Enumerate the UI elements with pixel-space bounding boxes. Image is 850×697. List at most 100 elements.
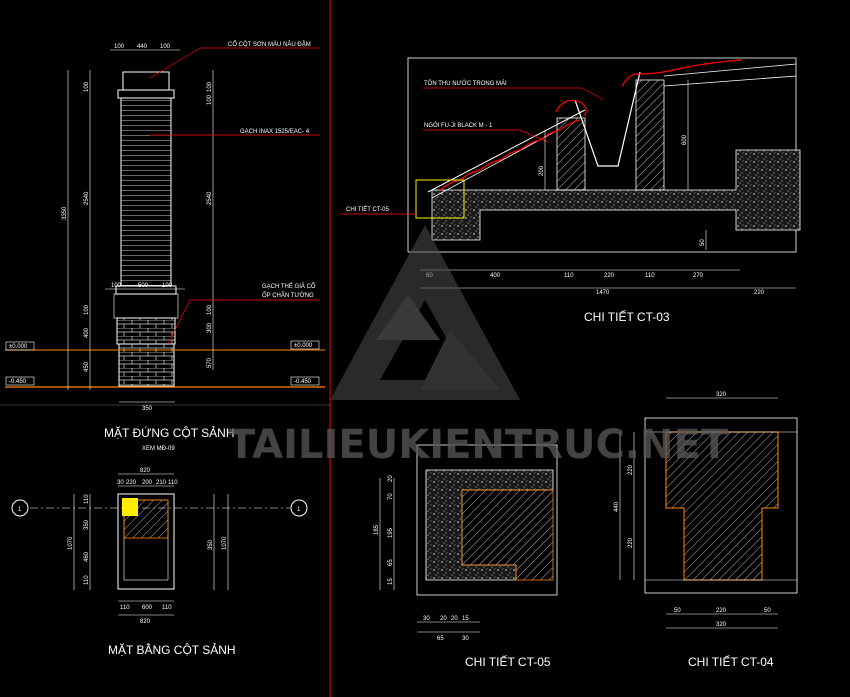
plan-bottom-dim-1: 110 xyxy=(120,605,130,611)
ct05-bottom-dim-4: 15 xyxy=(462,616,469,622)
ct03-slab xyxy=(431,149,801,241)
ct05-bottom-dim-6: 30 xyxy=(462,636,469,642)
level-right-top: ±0.000 xyxy=(294,343,313,349)
ct05-left-dim-1: 20 xyxy=(388,475,394,482)
callout-leader-cap xyxy=(149,47,201,79)
ct03-dim-3: 110 xyxy=(564,273,574,279)
plan-left-dim-4: 110 xyxy=(84,575,90,585)
ct05-bottom-dim-3: 20 xyxy=(451,616,458,622)
callout-leader-base xyxy=(167,299,191,345)
ct03-callout-tile: NGÓI FU-JI BLACK M - 1 xyxy=(424,122,493,129)
plan-highlight-block xyxy=(122,498,138,516)
elev-bottom-dim: 350 xyxy=(142,406,153,412)
ct03-dim-5: 110 xyxy=(645,273,655,279)
elev-right-dim-shaft: 2540 xyxy=(207,191,213,205)
ct03-ct05-ref-box xyxy=(415,179,465,219)
ct04-frame xyxy=(644,417,798,594)
plan-view: 1 1 820 30 220 200 210 110 1070 110 350 … xyxy=(11,468,308,657)
elev-mid-dim-2: 500 xyxy=(138,283,149,289)
plan-left-total: 1070 xyxy=(68,536,74,550)
ct03-callout-flashing: TÔN THU NƯỚC TRONG MÁI xyxy=(424,80,507,87)
ct03-roof-tiles xyxy=(439,119,581,191)
plan-title: MẶT BẰNG CỘT SẢNH xyxy=(108,642,236,657)
plan-top-dim-1: 30 xyxy=(117,480,124,486)
grid-label-right: 1 xyxy=(297,507,301,513)
ct05-title: CHI TIẾT CT-05 xyxy=(465,654,551,669)
watermark-text: TAILIEUKIENTRUC.NET xyxy=(228,422,729,468)
detail-ct04: 320 220 440 220 50 220 50 320 CHI TIẾT C… xyxy=(614,392,798,669)
ct04-title: CHI TIẾT CT-04 xyxy=(688,654,774,669)
elev-left-dim-total: 3350 xyxy=(62,206,68,220)
plan-left-dim-3: 460 xyxy=(84,551,90,562)
ct04-left-total: 440 xyxy=(614,501,620,512)
plan-top-dim-3: 200 xyxy=(142,480,153,486)
elev-right-dim-base: 300 xyxy=(207,322,213,333)
plan-top-total: 820 xyxy=(140,468,151,474)
elev-right-dim-top2: 100 xyxy=(207,94,213,105)
elev-top-dim-2: 440 xyxy=(137,44,148,50)
callout-base-line1: GẠCH THẺ GIẢ CỔ xyxy=(262,283,316,290)
callout-base-line2: ỐP CHÂN TƯỜNG xyxy=(262,292,314,299)
elev-left-dim-base: 400 xyxy=(84,327,90,338)
level-right-bottom: -0.450 xyxy=(294,379,312,385)
ct04-bottom-dim-2: 220 xyxy=(716,608,727,614)
detail-ct05: 185 20 70 195 65 15 30 20 20 15 65 30 CH… xyxy=(374,444,558,669)
ct05-bottom-dim-1: 30 xyxy=(423,616,430,622)
plan-right-dim-1: 350 xyxy=(208,539,214,550)
plan-top-dim-5: 110 xyxy=(168,480,178,486)
ct05-bottom-dim-2: 20 xyxy=(440,616,447,622)
ct05-left-total: 185 xyxy=(374,524,380,535)
ct05-left-dim-4: 65 xyxy=(388,559,394,566)
ct04-bottom-dim-3: 50 xyxy=(764,608,771,614)
grid-bubble-right xyxy=(290,499,308,517)
plan-top-dim-4: 210 xyxy=(156,480,167,486)
plan-bottom-dim-3: 110 xyxy=(162,605,172,611)
column-base xyxy=(116,317,176,345)
elev-right-dim-collar: 100 xyxy=(207,304,213,315)
ct03-dim-4: 220 xyxy=(604,273,615,279)
grid-label-left: 1 xyxy=(18,507,22,513)
ct03-vert-dim-1: 600 xyxy=(682,134,688,145)
plan-right-total: 1070 xyxy=(222,536,228,550)
level-left-bottom: -0.450 xyxy=(9,379,27,385)
ct04-top-dim: 320 xyxy=(716,392,727,398)
ct03-dim-total: 1470 xyxy=(596,290,610,296)
plan-left-dim-1: 110 xyxy=(84,494,90,504)
ct04-left-dim-2: 220 xyxy=(628,537,634,548)
elev-right-dim-below: 570 xyxy=(207,357,213,368)
elevation-view: ±0.000 -0.450 ±0.000 -0.450 100 440 100 … xyxy=(5,41,325,452)
plan-outline xyxy=(117,493,175,590)
detail-ct03: TÔN THU NƯỚC TRONG MÁI NGÓI FU-JI BLACK … xyxy=(340,57,801,324)
plan-top-dim-2: 220 xyxy=(126,480,137,486)
plan-left-dim-2: 350 xyxy=(84,519,90,530)
ct05-frame xyxy=(416,444,558,596)
ct03-vert-dim-3: 50 xyxy=(700,239,706,246)
ct03-title: CHI TIẾT CT-03 xyxy=(584,309,670,324)
level-left-top: ±0.000 xyxy=(9,344,28,350)
elev-top-dim-3: 100 xyxy=(160,44,171,50)
elev-right-dim-top: 100 xyxy=(207,81,213,92)
elev-left-dim-below: 450 xyxy=(84,361,90,372)
watermark-logo xyxy=(330,225,520,400)
elevation-subtitle: XEM MĐ-09 xyxy=(142,446,175,452)
column-cap xyxy=(122,71,170,91)
ct03-dim-6: 270 xyxy=(693,273,704,279)
ct03-dim-right: 220 xyxy=(754,290,765,296)
ct05-bottom-dim-5: 65 xyxy=(437,636,444,642)
ct05-hatch xyxy=(461,489,554,581)
ct03-dim-2: 400 xyxy=(490,273,501,279)
ct03-callout-ref: CHI TIẾT CT-05 xyxy=(346,206,389,213)
ct04-bottom-dim-1: 50 xyxy=(674,608,681,614)
plan-bottom-total: 820 xyxy=(140,619,151,625)
callout-cap: CỔ CỘT SƠN MÀU NÂU ĐẬM xyxy=(228,41,311,48)
ct03-vert-dim-2: 200 xyxy=(539,165,545,176)
ct05-left-dim-2: 70 xyxy=(388,493,394,500)
callout-shaft: GẠCH INAX 1525/EAC- 4 xyxy=(240,129,310,135)
ct04-bottom-total: 320 xyxy=(716,622,727,628)
elev-mid-dim-3: 100 xyxy=(162,283,173,289)
plan-bottom-dim-2: 600 xyxy=(142,605,153,611)
elev-mid-dim-1: 100 xyxy=(111,283,122,289)
elev-left-dim-top: 100 xyxy=(84,81,90,92)
ct05-left-dim-5: 15 xyxy=(388,578,394,585)
